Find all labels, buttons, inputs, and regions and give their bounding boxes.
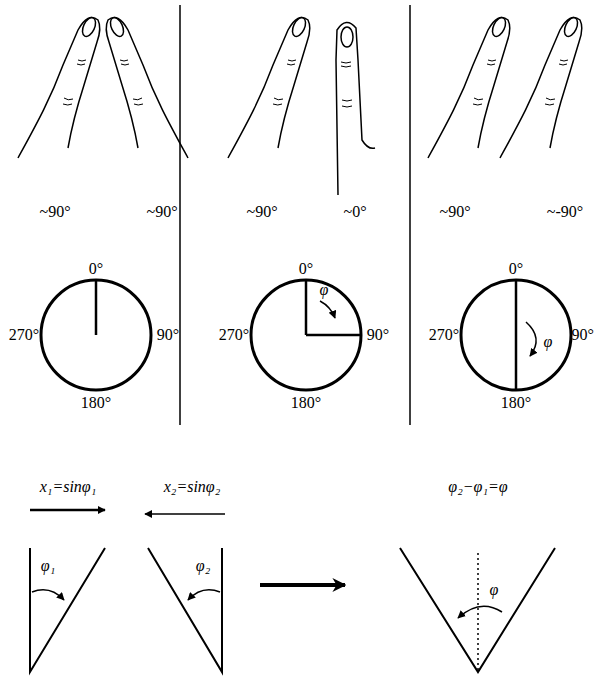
angle-arrow [458,606,502,618]
degree-mark: 0° [299,261,313,277]
angle-arrow [32,590,64,600]
angle-symbol: φ [320,282,329,298]
degree-mark: 180° [81,395,111,411]
angle-arrow [526,322,536,356]
degree-mark: 90° [572,327,594,343]
angle-symbol: φ₂ [196,558,210,574]
reference-line [477,550,479,670]
formula: x₁=sinφ₁ [40,479,97,495]
phase-circle [41,280,571,390]
degree-mark: 270° [429,327,459,343]
transform-arrow [260,583,345,587]
angle-reading: ~90° [39,204,70,220]
angle-arrow [188,590,220,600]
angle-vee [30,548,555,672]
formula: x₂=sinφ₂ [164,479,221,495]
finger [106,16,188,158]
angle-symbol: φ₁ [41,558,55,574]
angle-reading: ~-90° [547,204,583,220]
degree-mark: 180° [291,395,321,411]
angle-arrow [320,301,335,318]
finger [18,16,100,158]
degree-mark: 180° [501,395,531,411]
formula: φ₂−φ₁=φ [448,479,507,495]
degree-mark: 270° [9,327,39,343]
degree-mark: 90° [367,327,389,343]
phase-hand [96,280,516,390]
divider [409,5,411,425]
angle-symbol: φ [490,582,499,598]
direction-arrow [30,509,105,512]
finger [500,16,582,158]
degree-mark: 90° [157,327,179,343]
angle-reading: ~90° [246,204,277,220]
degree-mark: 0° [89,261,103,277]
angle-reading: ~90° [439,204,470,220]
finger [336,22,375,195]
finger [228,16,310,158]
angle-reading: ~90° [146,204,177,220]
degree-mark: 0° [509,261,523,277]
degree-mark: 270° [219,327,249,343]
direction-arrow [145,513,225,515]
angle-reading: ~0° [343,204,366,220]
finger [428,16,510,158]
divider [179,5,181,425]
angle-symbol: φ [544,334,553,350]
